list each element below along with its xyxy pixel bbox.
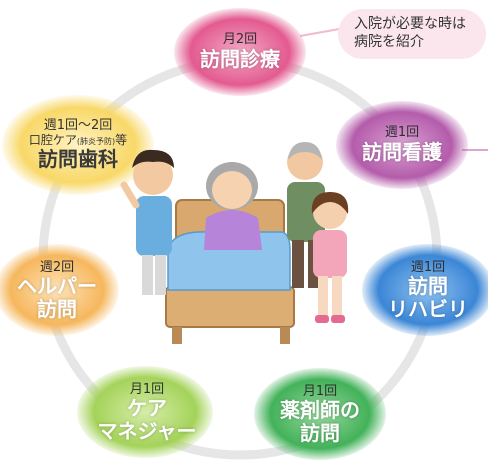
frequency-label: 月2回 — [222, 32, 258, 48]
grandfather-illustration — [287, 142, 325, 288]
node-care-manager: 月1回 ケア マネジャー — [85, 370, 209, 456]
service-name-line-2: リハビリ — [388, 297, 468, 322]
frequency-label: 週1回〜2回 — [43, 118, 113, 134]
service-name-line-2: 訪問 — [37, 297, 77, 322]
note-line-1: 入院が必要な時は — [354, 16, 466, 32]
shika-bubble — [2, 95, 154, 195]
service-name: 訪問歯科 — [38, 146, 118, 171]
patient-grandmother-illustration — [204, 162, 262, 250]
service-name: 訪問看護 — [362, 139, 442, 164]
pneumonia-prevention-note: (肺炎予防) — [76, 137, 116, 147]
oral-care-label: 口腔ケア(肺炎予防)等 — [28, 133, 128, 148]
kango-bubble — [336, 101, 468, 189]
granddaughter-illustration — [311, 192, 349, 323]
service-name-line-2: マネジャー — [97, 419, 197, 444]
service-name-line-1: 薬剤師の — [280, 398, 360, 423]
node-houmon-shinryo: 月2回 訪問診療 — [180, 12, 300, 92]
service-name: 訪問診療 — [200, 46, 280, 71]
node-houmon-rihabiri: 週1回 訪問 リハビリ — [368, 248, 488, 334]
note-connector-line — [299, 27, 346, 37]
service-name-line-1: ヘルパー — [17, 274, 97, 299]
service-name-line-1: ケア — [127, 396, 167, 421]
shinryo-bubble — [174, 8, 306, 96]
caregiver-man-illustration — [120, 149, 174, 295]
oral-care-tail: 等 — [115, 133, 128, 148]
helper-bubble — [0, 244, 119, 336]
oral-care-main: 口腔ケア — [28, 133, 77, 148]
frequency-label: 週2回 — [39, 259, 75, 275]
service-name-line-1: 訪問 — [408, 274, 448, 299]
node-houmon-kango: 週1回 訪問看護 — [342, 105, 462, 185]
hospital-referral-note: 入院が必要な時は 病院を紹介 — [338, 9, 486, 59]
rihabiri-bubble — [362, 244, 488, 336]
frequency-label: 週1回 — [384, 125, 420, 141]
frequency-label: 週1回 — [410, 259, 446, 275]
frequency-label: 月1回 — [129, 381, 165, 397]
node-yakuzaishi-houmon: 月1回 薬剤師の 訪問 — [260, 372, 380, 458]
node-houmon-shika: 週1回〜2回 口腔ケア(肺炎予防)等 訪問歯科 — [3, 96, 153, 194]
note-line-2: 病院を紹介 — [354, 34, 424, 51]
frequency-label: 月1回 — [302, 383, 338, 399]
yakuzaishi-bubble — [254, 368, 386, 460]
caremanager-bubble — [77, 366, 213, 458]
service-name-line-2: 訪問 — [300, 421, 340, 446]
node-helper-houmon: 週2回 ヘルパー 訪問 — [0, 248, 114, 334]
